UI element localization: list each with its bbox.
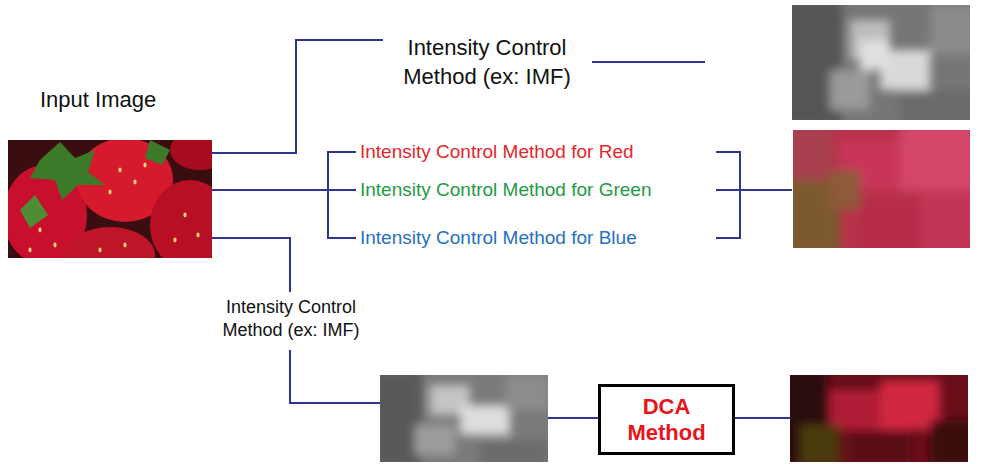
bracket <box>716 152 740 238</box>
box-label: DCA Method <box>617 394 717 445</box>
channel-label: Intensity Control Method for Green <box>360 178 651 203</box>
wire <box>290 350 380 403</box>
blurred-patches <box>380 375 548 462</box>
blurred-patches <box>790 375 968 462</box>
strawberry <box>170 140 212 170</box>
blurred-patches <box>792 5 970 120</box>
channel-label: Intensity Control Method for Blue <box>360 226 637 251</box>
leaf <box>30 142 105 200</box>
gray-intermediate <box>380 375 548 462</box>
dca-result <box>790 375 968 462</box>
bracket <box>328 189 356 191</box>
method-label: Intensity Control Method (ex: IMF) <box>206 296 376 343</box>
strawberry <box>150 180 212 258</box>
wire <box>212 189 328 191</box>
wire <box>548 417 598 419</box>
channel-label: Intensity Control Method for Red <box>360 140 634 165</box>
leaf <box>20 195 48 228</box>
bracket <box>328 152 356 238</box>
color-result <box>793 130 970 248</box>
input-photo <box>8 140 212 258</box>
image-caption: Input Image <box>40 86 156 115</box>
blurred-patches <box>793 130 970 248</box>
process-box: DCA Method <box>598 384 735 455</box>
gray-result <box>792 5 970 120</box>
wire <box>212 40 383 153</box>
wire <box>716 189 792 191</box>
wire <box>735 417 790 419</box>
method-label: Intensity Control Method (ex: IMF) <box>387 34 587 91</box>
leaf <box>145 140 170 165</box>
seeds <box>28 163 199 253</box>
wire <box>592 61 705 63</box>
wires <box>212 40 792 418</box>
strawberry <box>65 227 155 258</box>
wire <box>212 238 290 292</box>
